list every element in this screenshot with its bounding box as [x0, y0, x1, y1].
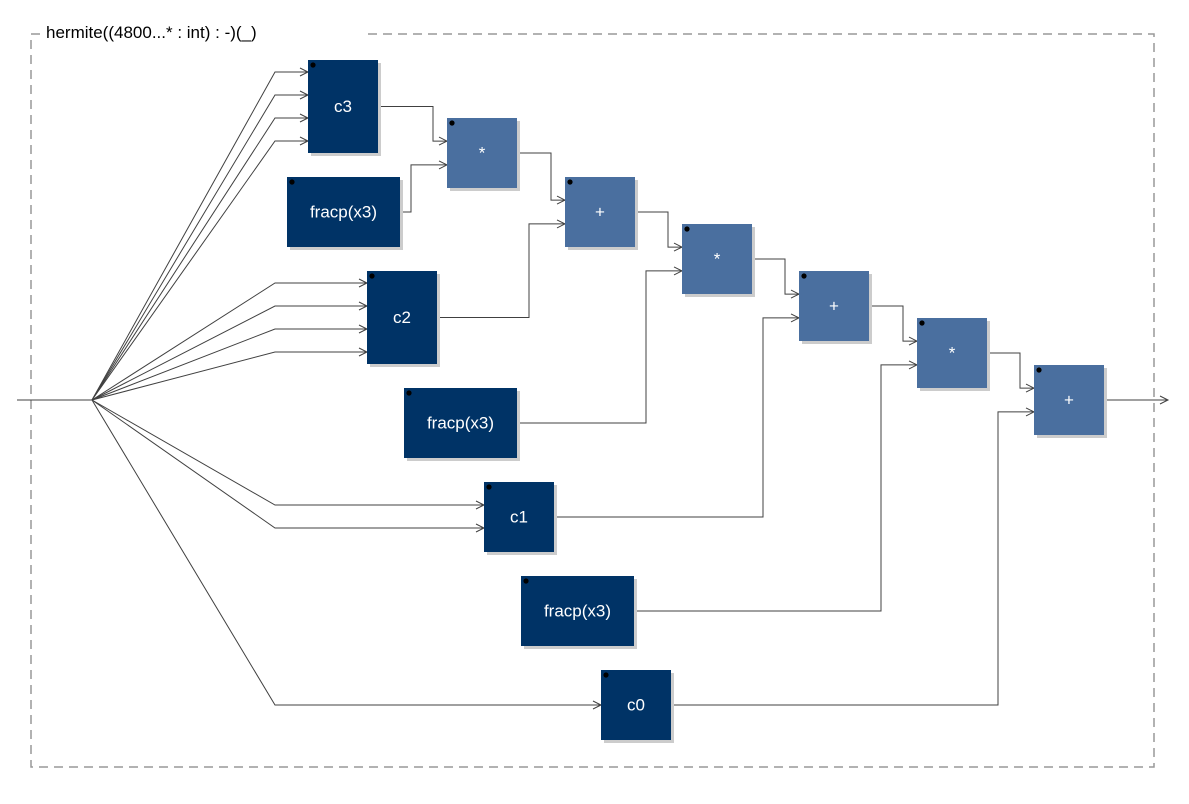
block-label: fracp(x3) [427, 414, 494, 433]
block-add3[interactable]: + [1034, 365, 1107, 438]
block-label: + [829, 297, 839, 316]
wire-mul3-to-add3 [987, 352, 1034, 389]
fanout-wire-c1 [91, 399, 484, 506]
fanout-wire-c1 [91, 399, 484, 529]
block-c0[interactable]: c0 [601, 670, 674, 743]
block-c2[interactable]: c2 [367, 271, 440, 367]
block-body [521, 576, 634, 646]
block-label: + [595, 203, 605, 222]
block-body [367, 271, 437, 364]
wire-c1-to-add2 [554, 317, 799, 518]
block-add2[interactable]: + [799, 271, 872, 344]
port-dot-icon [684, 226, 690, 232]
wire-add2-to-mul3 [869, 305, 917, 342]
wire-c3-to-mul1 [378, 106, 447, 142]
port-dot-icon [449, 120, 455, 126]
block-label: fracp(x3) [544, 602, 611, 621]
group-frame [30, 33, 1155, 768]
block-add1[interactable]: + [565, 177, 638, 250]
fanout-wire-c2 [91, 305, 367, 401]
output-arrow-icon [1159, 395, 1170, 405]
block-c1[interactable]: c1 [484, 482, 557, 555]
block-body [1034, 365, 1104, 435]
blocks: c3 fracp(x3) * + c2 * fracp(x3) + c1 * fracp(x3) + c… [287, 60, 1107, 743]
block-body [917, 318, 987, 388]
port-dot-icon [919, 320, 925, 326]
fanout-wire-c2 [91, 351, 367, 401]
block-fracp3[interactable]: fracp(x3) [521, 576, 637, 649]
block-mul3[interactable]: * [917, 318, 990, 391]
block-label: c3 [334, 97, 352, 116]
port-dot-icon [523, 578, 529, 584]
port-dot-icon [289, 179, 295, 185]
block-fracp1[interactable]: fracp(x3) [287, 177, 403, 250]
fanout-wire-c2 [91, 328, 367, 401]
wire-mul1-to-add1 [517, 152, 565, 201]
block-label: * [949, 344, 956, 363]
block-label: c0 [627, 696, 645, 715]
block-mul1[interactable]: * [447, 118, 520, 191]
block-body [447, 118, 517, 188]
block-fracp2[interactable]: fracp(x3) [404, 388, 520, 461]
wires [17, 67, 1170, 710]
block-body [404, 388, 517, 458]
wire-fracp2-to-mul2 [517, 270, 682, 424]
port-dot-icon [369, 273, 375, 279]
block-label: + [1064, 391, 1074, 410]
block-body [601, 670, 671, 740]
block-body [682, 224, 752, 294]
block-mul2[interactable]: * [682, 224, 755, 297]
port-dot-icon [1036, 367, 1042, 373]
block-label: c1 [510, 508, 528, 527]
fanout-wire-c3 [91, 71, 308, 401]
port-dot-icon [567, 179, 573, 185]
port-dot-icon [310, 62, 316, 68]
fanout-wire-c2 [91, 282, 367, 401]
block-body [484, 482, 554, 552]
block-body [287, 177, 400, 247]
wire-add1-to-mul2 [635, 211, 682, 248]
block-label: fracp(x3) [310, 203, 377, 222]
block-c3[interactable]: c3 [308, 60, 381, 156]
diagram-title: hermite((4800...* : int) : -)(_) [46, 23, 257, 42]
wire-fracp3-to-mul3 [634, 364, 917, 612]
port-dot-icon [801, 273, 807, 279]
wire-fracp1-to-mul1 [400, 164, 447, 213]
port-dot-icon [486, 484, 492, 490]
block-body [308, 60, 378, 153]
fanout-wire-c0 [91, 399, 601, 706]
block-label: * [714, 250, 721, 269]
block-body [799, 271, 869, 341]
port-dot-icon [406, 390, 412, 396]
fanout-wire-c3 [91, 94, 308, 401]
port-dot-icon [603, 672, 609, 678]
fanout-wire-c3 [91, 140, 308, 401]
block-label: * [479, 144, 486, 163]
wire-c2-to-add1 [437, 223, 565, 318]
wire-c0-to-add3 [671, 411, 1034, 706]
block-body [565, 177, 635, 247]
fanout-wire-c3 [91, 117, 308, 401]
block-label: c2 [393, 308, 411, 327]
wire-mul2-to-add2 [752, 258, 799, 295]
